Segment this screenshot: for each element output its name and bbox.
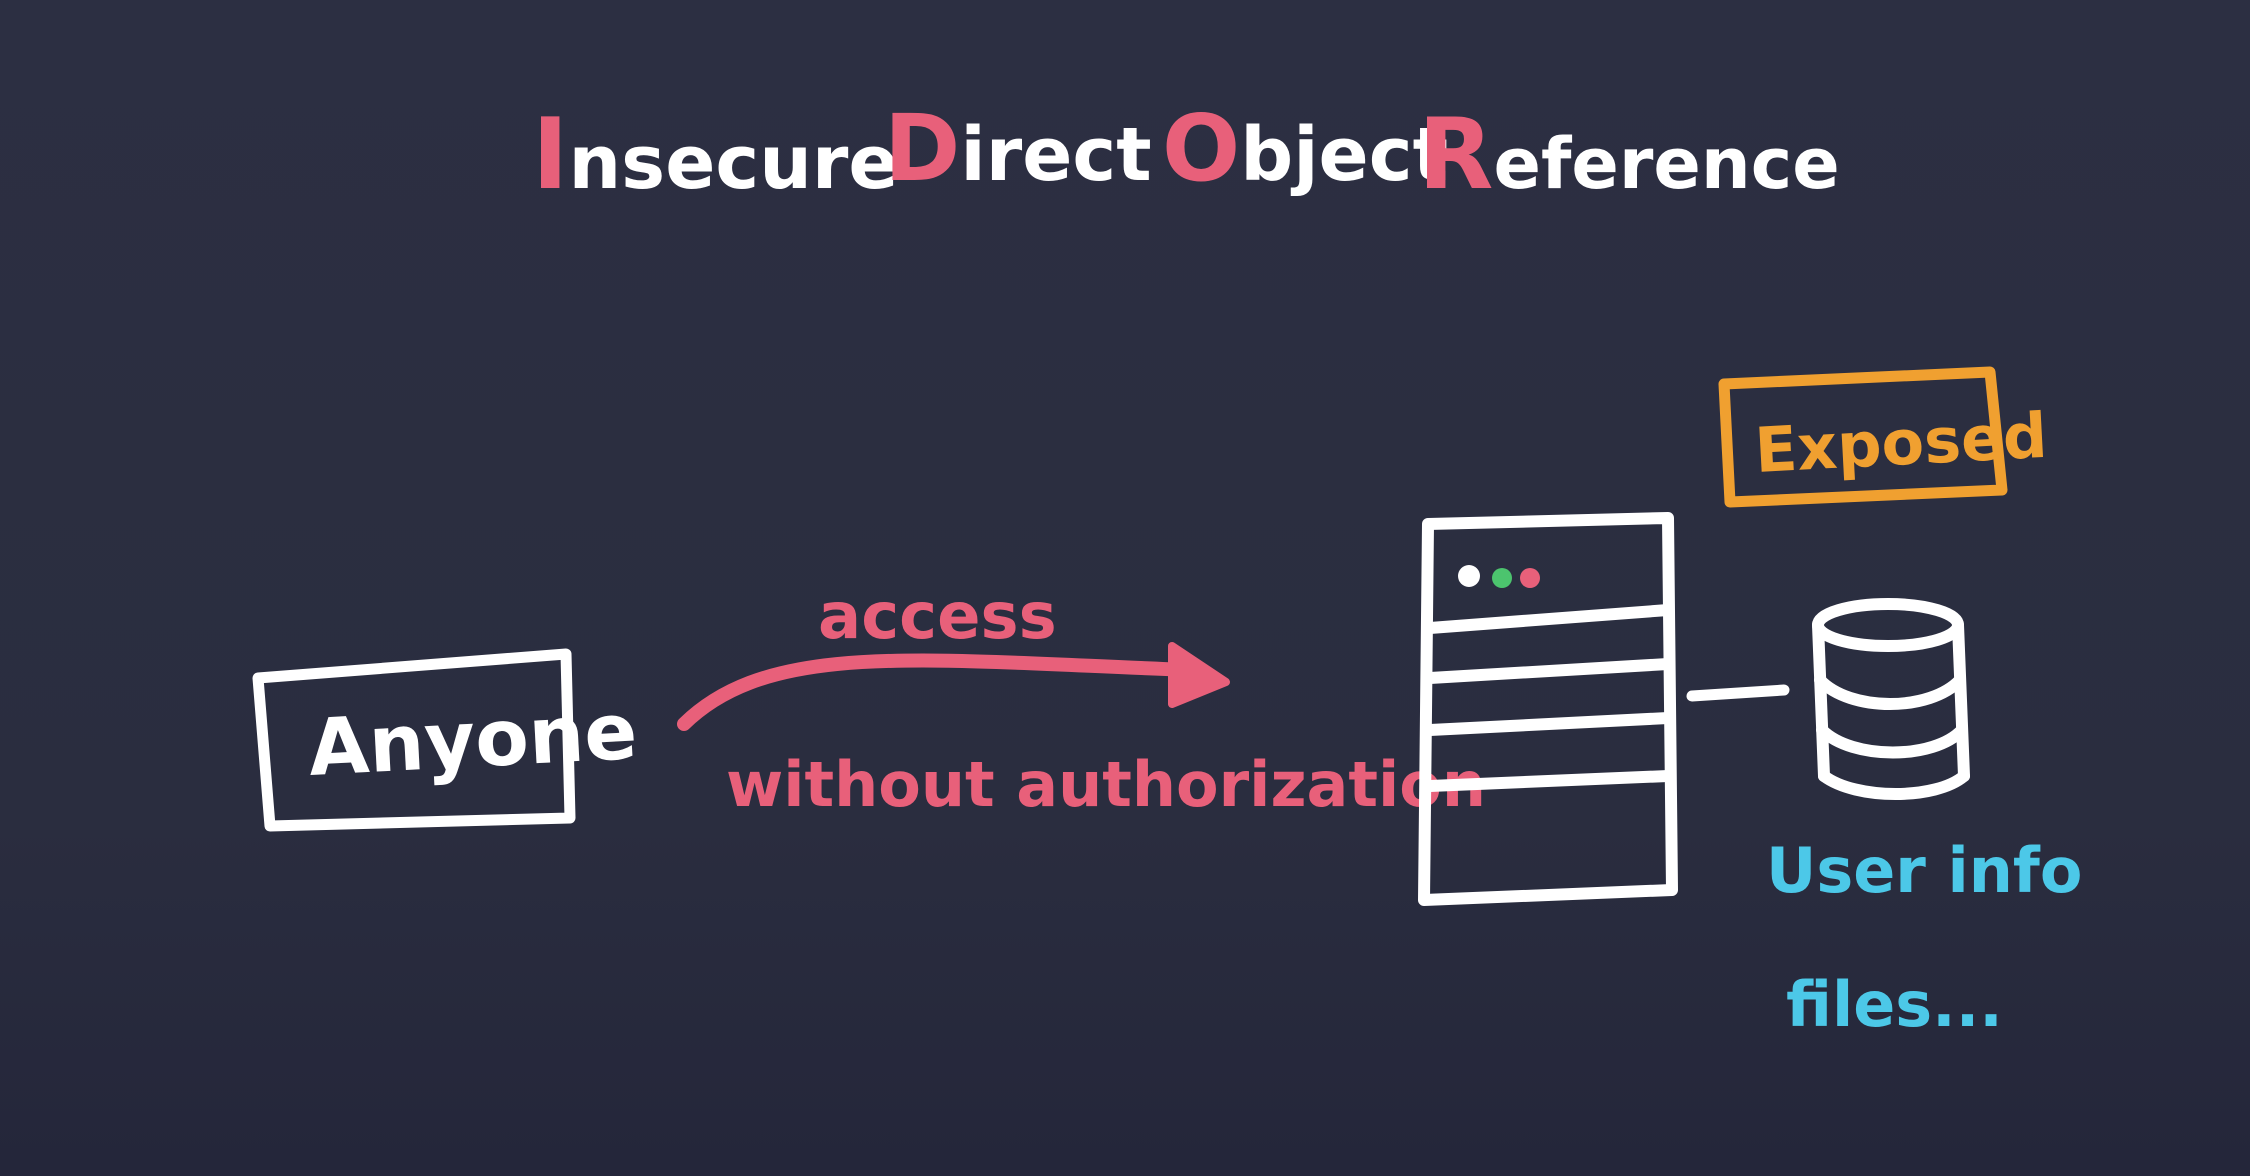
database-band — [1816, 724, 1968, 759]
arrow-bottom-label: without authorization — [726, 748, 1486, 821]
server-status-dot-green — [1492, 568, 1512, 588]
arrow-shaft — [677, 653, 1197, 731]
title-initial-i: I — [532, 98, 568, 212]
exposed-badge-label: Exposed — [1753, 399, 2049, 487]
server-divider — [1424, 770, 1674, 792]
data-label-user-info: User info — [1766, 834, 2082, 907]
database-body — [1812, 619, 1970, 782]
title: Insecure Direct Object Reference — [532, 95, 1840, 212]
title-initial-o: O — [1162, 95, 1240, 202]
data-label-files: files... — [1786, 968, 2003, 1041]
title-rest-insecure: nsecure — [568, 120, 898, 206]
actor-label: Anyone — [306, 687, 639, 794]
actor-box — [252, 648, 576, 832]
actor-node: Anyone — [252, 648, 639, 832]
title-initial-d: D — [884, 95, 960, 202]
exposed-badge: Exposed — [1718, 366, 2049, 508]
access-arrow: access without authorization — [677, 580, 1486, 821]
server-status-dot-red — [1520, 568, 1540, 588]
title-word-direct: Direct — [884, 95, 1152, 202]
title-rest-reference: eference — [1493, 123, 1839, 205]
title-rest-direct: irect — [960, 112, 1151, 198]
title-word-reference: Reference — [1418, 98, 1840, 212]
title-rest-object: bject — [1240, 112, 1448, 198]
server-status-dot-white — [1458, 565, 1480, 587]
arrow-head — [1168, 642, 1230, 708]
server-divider — [1424, 658, 1674, 684]
database-top — [1812, 598, 1964, 652]
title-word-insecure: Insecure — [532, 98, 899, 212]
database-icon — [1812, 598, 1970, 800]
server-node — [1418, 512, 1678, 906]
arrow-top-label: access — [818, 580, 1057, 654]
server-divider — [1424, 712, 1674, 736]
title-word-object: Object — [1162, 95, 1448, 202]
exposed-badge-frame — [1718, 366, 2008, 508]
database-bottom — [1818, 770, 1970, 800]
server-divider — [1424, 604, 1674, 634]
database-band — [1814, 674, 1966, 710]
server-frame — [1418, 512, 1678, 906]
server-db-connector — [1686, 684, 1790, 702]
title-initial-r: R — [1418, 98, 1493, 212]
